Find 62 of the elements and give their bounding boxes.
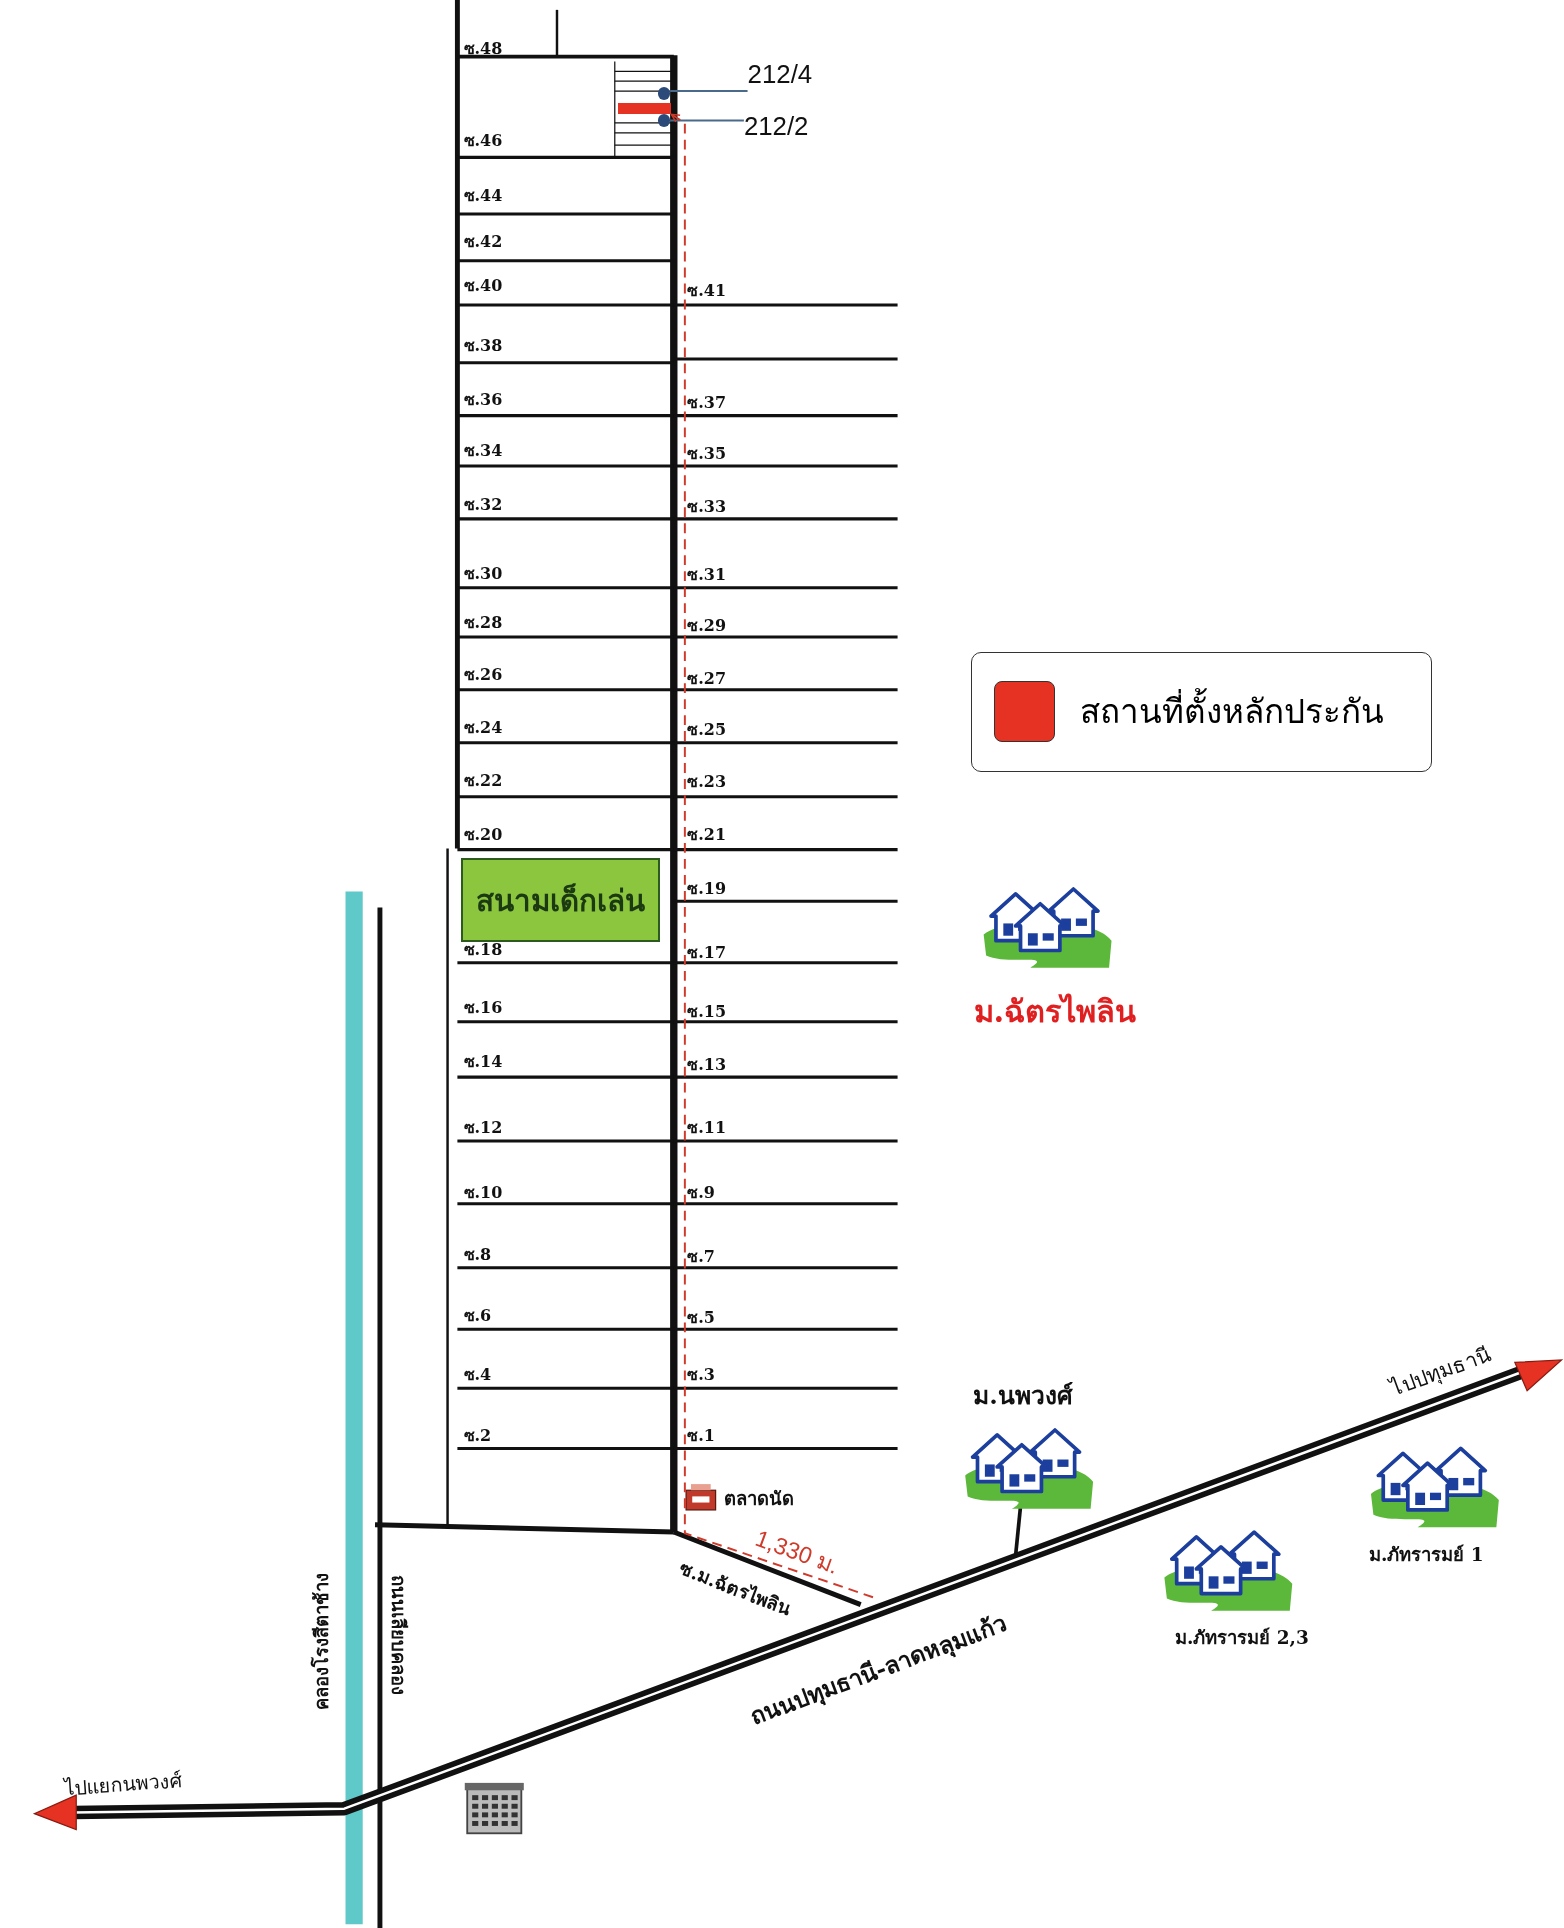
soi-label: ซ.11 [687,1117,727,1138]
soi-label: ซ.38 [463,335,503,356]
soi-label: ซ.21 [687,825,727,845]
soi-label: ซ.48 [463,39,503,59]
soi-label: ซ.35 [687,444,727,464]
soi-label: ซ.40 [463,276,503,297]
plot-number: 212/2 [743,110,821,143]
route-line [670,113,874,1599]
soi-label: ซ.22 [463,771,503,791]
direction-label: ไปแยกนพวงศ์ [63,1769,183,1802]
plot-pin [657,114,671,127]
village-label: ม.ฉัตรไพลิน [973,992,1137,1030]
leader-line [669,90,749,92]
soi-label: ซ.3 [687,1365,715,1385]
soi-label: ซ.10 [463,1183,503,1203]
soi-label: ซ.1 [687,1426,715,1446]
village-label: ม.นพวงศ์ [973,1380,1073,1411]
soi-label: ซ.18 [463,940,503,960]
canal-label: คลองโรงสีตาช้าง [311,1572,334,1710]
soi-label: ซ.26 [463,665,503,685]
soi-label: ซ.28 [463,613,503,633]
soi-label: ซ.27 [687,669,727,689]
soi-label: ซ.42 [463,232,503,252]
soi-label: ซ.46 [463,131,503,151]
soi-label: ซ.36 [463,390,503,410]
soi-label: ซ.12 [463,1117,503,1138]
property-plot [618,103,672,115]
legend-text: สถานที่ตั้งหลักประกัน [1080,685,1385,739]
soi-label: ซ.32 [463,495,503,515]
plot-pin [657,87,671,100]
road-label: ถนนเลียบคลอง [387,1575,410,1696]
soi-label: ซ.6 [463,1306,492,1326]
soi-label: ซ.16 [463,998,503,1018]
soi-label: ซ.7 [687,1247,715,1267]
leader-line [669,119,745,122]
village-label: ม.ภัทรารมย์ 2,3 [1174,1626,1309,1649]
soi-label: ซ.19 [687,879,727,899]
soi-label: ซ.23 [687,772,727,792]
soi-label: ซ.20 [463,825,503,845]
soi-label: ซ.29 [687,616,727,636]
soi-label: ซ.31 [687,565,727,585]
place-label: ตลาดนัด [724,1487,795,1510]
soi-label: ซ.8 [463,1245,492,1265]
soi-label: ซ.9 [687,1183,715,1203]
soi-label: ซ.41 [687,281,727,301]
soi-label: ซ.17 [687,943,727,963]
soi-label: ซ.24 [463,718,503,738]
soi-label: ซ.25 [687,720,727,740]
soi-label: ซ.4 [463,1365,492,1385]
soi-label: ซ.33 [687,497,727,517]
soi-label: ซ.5 [687,1308,715,1328]
playground-box: สนามเด็กเล่น [461,858,661,942]
soi-label: ซ.14 [463,1052,503,1072]
soi-label: ซ.2 [463,1426,492,1446]
soi-label: ซ.30 [463,564,503,584]
soi-label: ซ.15 [687,1002,727,1022]
soi-label: ซ.37 [687,393,727,413]
soi-label: ซ.44 [463,185,503,206]
plot-number: 212/4 [747,59,824,91]
village-label: ม.ภัทรารมย์ 1 [1368,1544,1484,1567]
soi-label: ซ.34 [463,441,503,461]
soi-label: ซ.13 [687,1055,727,1075]
